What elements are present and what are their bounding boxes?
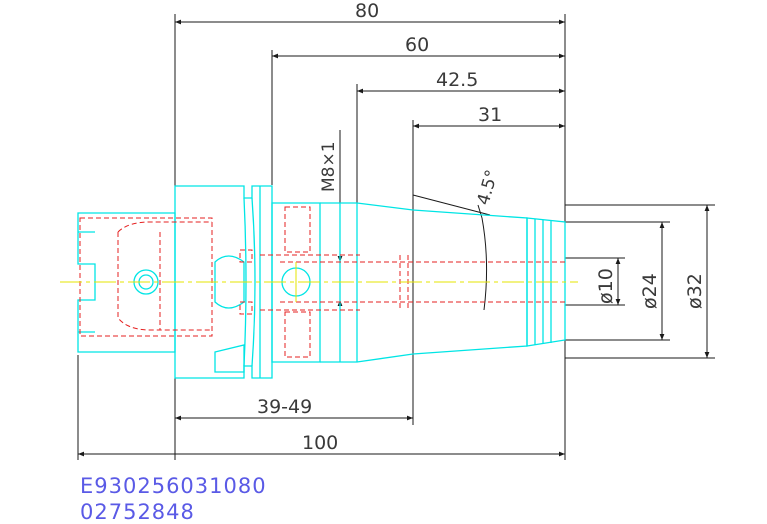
- dim-31-label: 31: [478, 104, 502, 126]
- centre-line: [60, 262, 578, 302]
- serial-number: 02752848: [80, 500, 195, 524]
- holder-outline: [77, 185, 566, 379]
- part-number: E930256031080: [80, 474, 267, 498]
- dim-39-49-label: 39-49: [257, 396, 312, 418]
- dimension-lines: [78, 19, 710, 457]
- dim-100-label: 100: [302, 432, 338, 454]
- hidden-lines: [79, 206, 565, 358]
- taper-angle-label: 4.5°: [474, 168, 503, 208]
- dim-60-label: 60: [405, 34, 429, 56]
- dia24-label: ø24: [639, 273, 661, 309]
- dim-42-5-label: 42.5: [436, 69, 478, 91]
- extension-lines: [77, 14, 715, 460]
- dia32-label: ø32: [684, 273, 706, 309]
- dim-80-label: 80: [355, 0, 379, 22]
- thread-label: M8×1: [319, 141, 339, 192]
- dia10-label: ø10: [595, 268, 617, 304]
- taper-angle-arc: [481, 217, 488, 311]
